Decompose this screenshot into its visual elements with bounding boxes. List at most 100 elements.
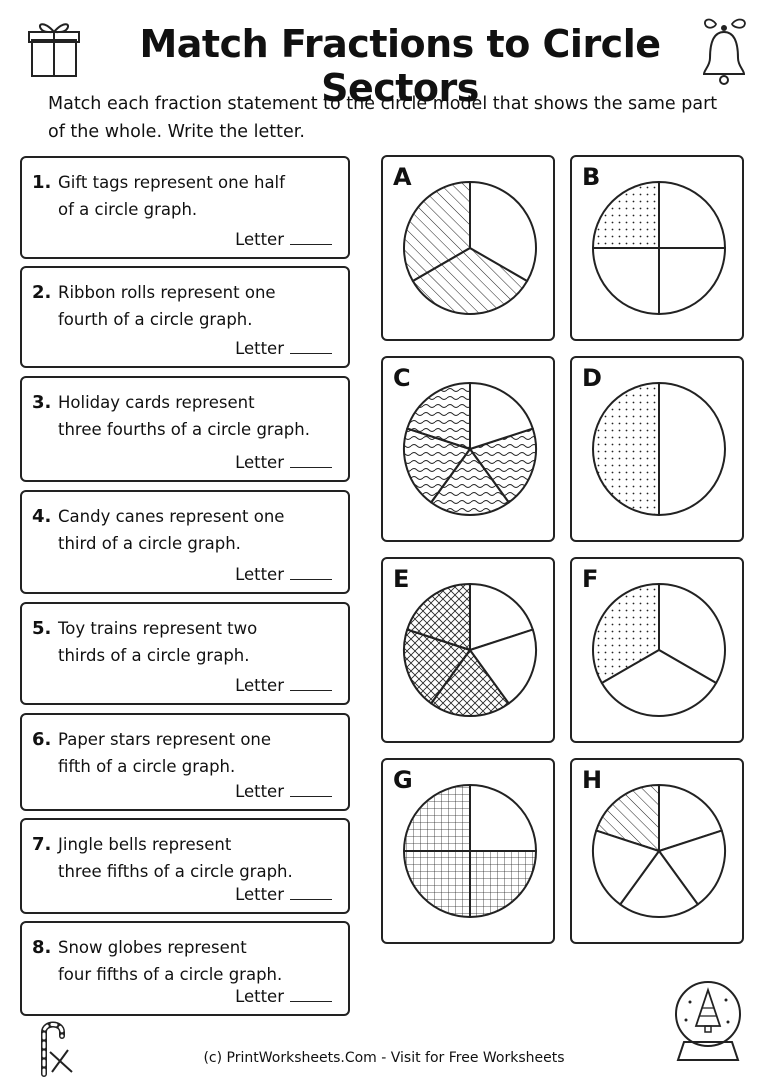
- letter-answer-field[interactable]: Letter: [235, 339, 332, 358]
- question-text-line1: Holiday cards represent: [58, 393, 255, 412]
- letter-answer-field[interactable]: Letter: [235, 453, 332, 472]
- shaded-sector: [406, 382, 471, 450]
- card-letter: E: [393, 565, 410, 593]
- unshaded-sector: [469, 382, 534, 450]
- unshaded-sector: [658, 583, 726, 684]
- circle-card-c: C: [381, 356, 555, 542]
- page-title: Match Fractions to Circle Sectors: [139, 22, 661, 110]
- bell-icon: [702, 18, 746, 85]
- letter-label: Letter: [235, 339, 284, 358]
- shaded-sector: [469, 850, 537, 918]
- answer-blank[interactable]: [290, 339, 332, 354]
- unshaded-sector: [469, 628, 537, 705]
- question-text-line2: three fourths of a circle graph.: [58, 420, 310, 439]
- letter-label: Letter: [235, 885, 284, 904]
- letter-label: Letter: [235, 782, 284, 801]
- answer-blank[interactable]: [290, 987, 332, 1002]
- letter-answer-field[interactable]: Letter: [235, 565, 332, 584]
- question-text-line1: Snow globes represent: [58, 938, 247, 957]
- question-6: 6. Paper stars represent one fifth of a …: [20, 713, 350, 811]
- question-number: 4.: [32, 506, 52, 527]
- question-text-line2: of a circle graph.: [58, 200, 198, 219]
- shaded-sector: [592, 181, 660, 249]
- answer-blank[interactable]: [290, 782, 332, 797]
- question-number: 6.: [32, 729, 52, 750]
- letter-label: Letter: [235, 230, 284, 249]
- letter-label: Letter: [235, 565, 284, 584]
- card-letter: C: [393, 364, 411, 392]
- question-4: 4. Candy canes represent one third of a …: [20, 490, 350, 594]
- letter-answer-field[interactable]: Letter: [235, 885, 332, 904]
- circle-model: [592, 784, 726, 918]
- circle-model: [403, 382, 537, 516]
- circle-card-g: G: [381, 758, 555, 944]
- snow-globe-icon: [675, 981, 741, 1061]
- answer-blank[interactable]: [290, 885, 332, 900]
- question-text-line2: three fifths of a circle graph.: [58, 862, 293, 881]
- letter-answer-field[interactable]: Letter: [235, 782, 332, 801]
- question-text-line1: Jingle bells represent: [58, 835, 232, 854]
- letter-label: Letter: [235, 676, 284, 695]
- shaded-sector: [406, 583, 471, 651]
- shaded-sector: [403, 850, 471, 918]
- instructions: Match each fraction statement to the cir…: [48, 94, 718, 142]
- unshaded-sector: [658, 181, 726, 249]
- letter-answer-field[interactable]: Letter: [235, 676, 332, 695]
- question-3: 3. Holiday cards represent three fourths…: [20, 376, 350, 482]
- unshaded-sector: [469, 181, 537, 282]
- circle-card-e: E: [381, 557, 555, 743]
- question-text-line2: four fifths of a circle graph.: [58, 965, 283, 984]
- card-letter: A: [393, 163, 412, 191]
- shaded-sector: [430, 649, 510, 717]
- question-number: 7.: [32, 834, 52, 855]
- circle-model: [592, 382, 726, 516]
- question-7: 7. Jingle bells represent three fifths o…: [20, 818, 350, 914]
- question-text-line2: thirds of a circle graph.: [58, 646, 250, 665]
- shaded-sector: [592, 583, 660, 684]
- question-text-line2: fifth of a circle graph.: [58, 757, 236, 776]
- circle-model: [403, 583, 537, 717]
- shaded-sector: [403, 181, 471, 282]
- answer-blank[interactable]: [290, 453, 332, 468]
- question-number: 8.: [32, 937, 52, 958]
- letter-answer-field[interactable]: Letter: [235, 230, 332, 249]
- card-letter: B: [582, 163, 601, 191]
- question-text-line1: Paper stars represent one: [58, 730, 272, 749]
- answer-blank[interactable]: [290, 676, 332, 691]
- circle-card-h: H: [570, 758, 744, 944]
- question-text-line1: Ribbon rolls represent one: [58, 283, 276, 302]
- letter-answer-field[interactable]: Letter: [235, 987, 332, 1006]
- unshaded-sector: [658, 784, 723, 852]
- unshaded-sector: [592, 247, 660, 315]
- unshaded-sector: [592, 829, 660, 906]
- circle-card-f: F: [570, 557, 744, 743]
- shaded-sector: [403, 427, 471, 504]
- card-letter: G: [393, 766, 413, 794]
- question-text-line1: Gift tags represent one half: [58, 173, 285, 192]
- question-text-line1: Toy trains represent two: [58, 619, 258, 638]
- shaded-sector: [411, 247, 529, 315]
- unshaded-sector: [469, 784, 537, 852]
- shaded-sector: [469, 427, 537, 504]
- answer-blank[interactable]: [290, 230, 332, 245]
- shaded-sector: [592, 382, 660, 516]
- circle-model: [403, 784, 537, 918]
- unshaded-sector: [658, 247, 726, 315]
- question-5: 5. Toy trains represent two thirds of a …: [20, 602, 350, 705]
- shaded-sector: [595, 784, 660, 852]
- answer-blank[interactable]: [290, 565, 332, 580]
- shaded-sector: [403, 628, 471, 705]
- question-1: 1. Gift tags represent one half of a cir…: [20, 156, 350, 259]
- question-text-line1: Candy canes represent one: [58, 507, 285, 526]
- circle-model: [592, 583, 726, 717]
- unshaded-sector: [658, 382, 726, 516]
- question-2: 2. Ribbon rolls represent one fourth of …: [20, 266, 350, 368]
- candy-cane-icon: [41, 1021, 73, 1077]
- shaded-sector: [403, 784, 471, 852]
- circle-card-a: A: [381, 155, 555, 341]
- question-number: 1.: [32, 172, 52, 193]
- question-text-line2: third of a circle graph.: [58, 534, 241, 553]
- card-letter: D: [582, 364, 602, 392]
- unshaded-sector: [600, 649, 718, 717]
- circle-model: [403, 181, 537, 315]
